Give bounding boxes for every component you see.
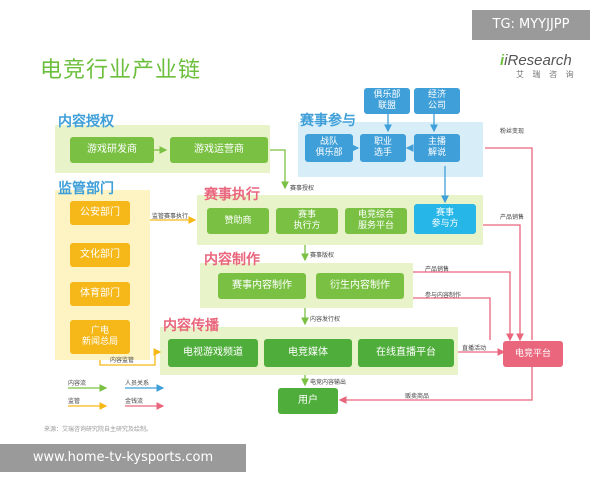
label-esports-content-output: 电竞内容输出 — [310, 379, 347, 386]
legend-money-flow: 金钱流 — [125, 398, 144, 405]
watermark-bottom: www.home-tv-kysports.com — [0, 444, 246, 472]
source-note: 来源：艾瑞咨询研究院自主研究及绘制。 — [44, 426, 153, 433]
node-event-content-production: 赛事内容制作 — [218, 273, 306, 299]
panel-title-event-execution: 赛事执行 — [204, 187, 260, 203]
label-content-release-rights: 内容发行权 — [310, 316, 341, 323]
label-product-sales-2: 产品销售 — [425, 266, 450, 273]
node-culture: 文化部门 — [70, 243, 130, 267]
legend-people: 人员关系 — [125, 380, 150, 387]
node-sports: 体育部门 — [70, 282, 130, 306]
label-product-sales-1: 产品销售 — [500, 214, 525, 221]
panel-title-event-participation: 赛事参与 — [300, 113, 356, 129]
page-title: 电竞行业产业链 — [40, 58, 202, 83]
panel-title-regulation: 监管部门 — [58, 181, 114, 197]
label-join-content-production: 参与内容制作 — [425, 292, 462, 299]
node-derivative-content-production: 衍生内容制作 — [316, 273, 404, 299]
node-event-participant: 赛事 参与方 — [414, 204, 476, 234]
node-host: 主播 解说 — [414, 134, 460, 162]
node-esports-ecommerce-platform: 电竞平台 — [503, 341, 563, 367]
node-sarft: 广电 新闻总局 — [70, 320, 130, 354]
label-event-copyright: 赛事版权 — [310, 252, 335, 259]
node-pro-player: 职业 选手 — [360, 134, 406, 162]
label-regulate-event-execution: 监管赛事执行 — [152, 213, 189, 220]
panel-title-content-distribution: 内容传播 — [163, 318, 219, 334]
node-agency: 经济 公司 — [414, 88, 460, 114]
legend-content-flow: 内容流 — [68, 380, 87, 387]
panel-title-content-auth: 内容授权 — [58, 114, 114, 130]
node-live-streaming-platform: 在线直播平台 — [358, 339, 454, 367]
legend-regulation: 监管 — [68, 398, 81, 405]
node-tv-game-channel: 电视游戏频道 — [168, 339, 258, 367]
label-sell-goods: 贩卖商品 — [405, 393, 430, 400]
node-police: 公安部门 — [70, 201, 130, 225]
label-content-regulation: 内容监管 — [110, 357, 135, 364]
node-event-executor: 赛事 执行方 — [276, 208, 338, 234]
node-game-operator: 游戏运营商 — [170, 137, 268, 163]
node-esports-service-platform: 电竞综合 服务平台 — [345, 208, 407, 234]
watermark-top: TG: MYYJJPP — [472, 10, 590, 40]
panel-title-content-production: 内容制作 — [204, 252, 260, 268]
iresearch-logo: iiResearch 艾 瑞 咨 询 — [500, 52, 577, 79]
node-esports-media: 电竞媒体 — [264, 339, 352, 367]
node-team-club: 战队 俱乐部 — [305, 134, 353, 162]
node-sponsor: 赞助商 — [207, 208, 269, 234]
node-club-league: 俱乐部 联盟 — [364, 88, 410, 114]
label-live-activity: 直播活动 — [462, 345, 487, 352]
label-fan-monetization: 粉丝变现 — [500, 128, 525, 135]
logo-brand: iResearch — [504, 52, 572, 69]
logo-sub: 艾 瑞 咨 询 — [516, 70, 577, 79]
label-event-authorization: 赛事授权 — [290, 185, 315, 192]
node-game-developer: 游戏研发商 — [70, 137, 154, 163]
node-user: 用户 — [278, 388, 338, 414]
